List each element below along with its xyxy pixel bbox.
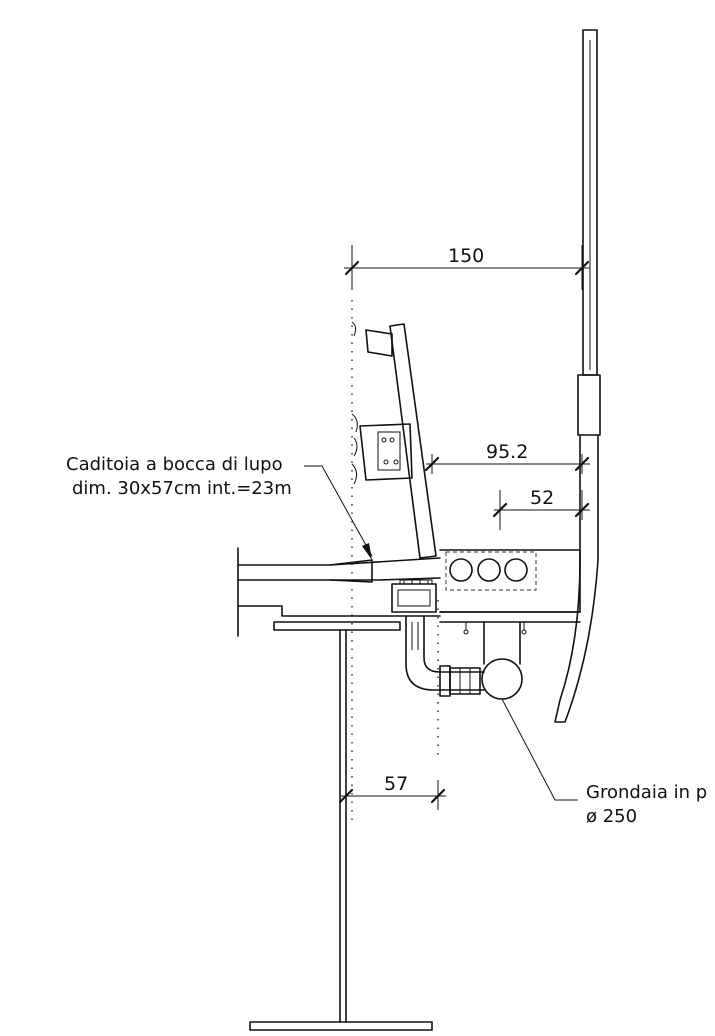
dimension-52-label: 52 <box>530 487 554 509</box>
dimension-52: 52 <box>492 487 590 530</box>
noise-barrier <box>554 29 601 723</box>
drain-pipe <box>405 615 485 697</box>
callout-inlet: Caditoia a bocca di lupo dim. 30x57cm in… <box>66 454 373 560</box>
dimension-57-label: 57 <box>384 773 408 795</box>
dimension-57: 57 <box>338 773 446 810</box>
gutter-pipe <box>463 621 527 700</box>
pier-column <box>249 629 433 1031</box>
drain-inlet <box>391 579 437 613</box>
deck-slab <box>237 547 581 637</box>
callout-inlet-line2: dim. 30x57cm int.=23m <box>72 478 292 499</box>
callout-inlet-line1: Caditoia a bocca di lupo <box>66 454 283 475</box>
kerb-beam <box>439 549 581 613</box>
dimension-95-2: 95.2 <box>424 441 590 474</box>
dimension-150: 150 <box>344 245 590 290</box>
dimension-95-2-label: 95.2 <box>486 441 528 463</box>
guardrail-post <box>351 321 437 559</box>
callout-gutter: Grondaia in p ø 250 <box>501 698 707 827</box>
dimension-150-label: 150 <box>448 245 484 267</box>
callout-gutter-line1: Grondaia in p <box>586 782 707 803</box>
callout-gutter-line2: ø 250 <box>586 806 637 827</box>
